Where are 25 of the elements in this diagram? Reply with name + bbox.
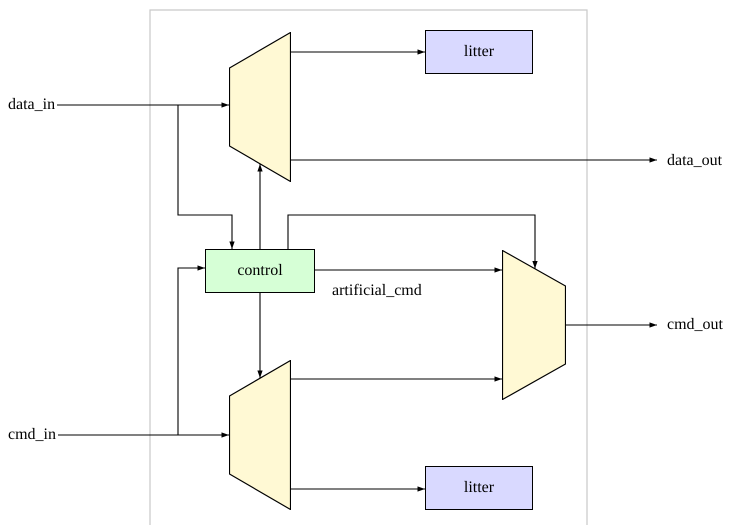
arrow (291, 486, 425, 492)
arrow (257, 293, 263, 378)
box-label: litter (464, 480, 494, 496)
edge-label: artificial_cmd (332, 283, 422, 299)
multiplexer-shape (502, 250, 566, 400)
process-box (205, 249, 315, 293)
arrow (315, 267, 502, 273)
arrow (291, 157, 657, 163)
arrow (291, 49, 425, 55)
signal-label: cmd_in (8, 427, 56, 443)
arrow (58, 265, 205, 436)
process-box (425, 30, 533, 74)
box-label: litter (464, 44, 494, 60)
arrow (287, 214, 538, 269)
demultiplexer-shape (229, 32, 291, 182)
arrow (291, 376, 502, 382)
box-label: control (237, 263, 283, 279)
process-box (425, 466, 533, 510)
arrow (257, 164, 263, 249)
arrow (566, 322, 657, 328)
demultiplexer-shape (229, 360, 291, 510)
signal-label: data_out (667, 153, 722, 169)
signal-label: data_in (8, 97, 56, 113)
arrow (57, 104, 235, 249)
signal-label: cmd_out (667, 317, 723, 333)
